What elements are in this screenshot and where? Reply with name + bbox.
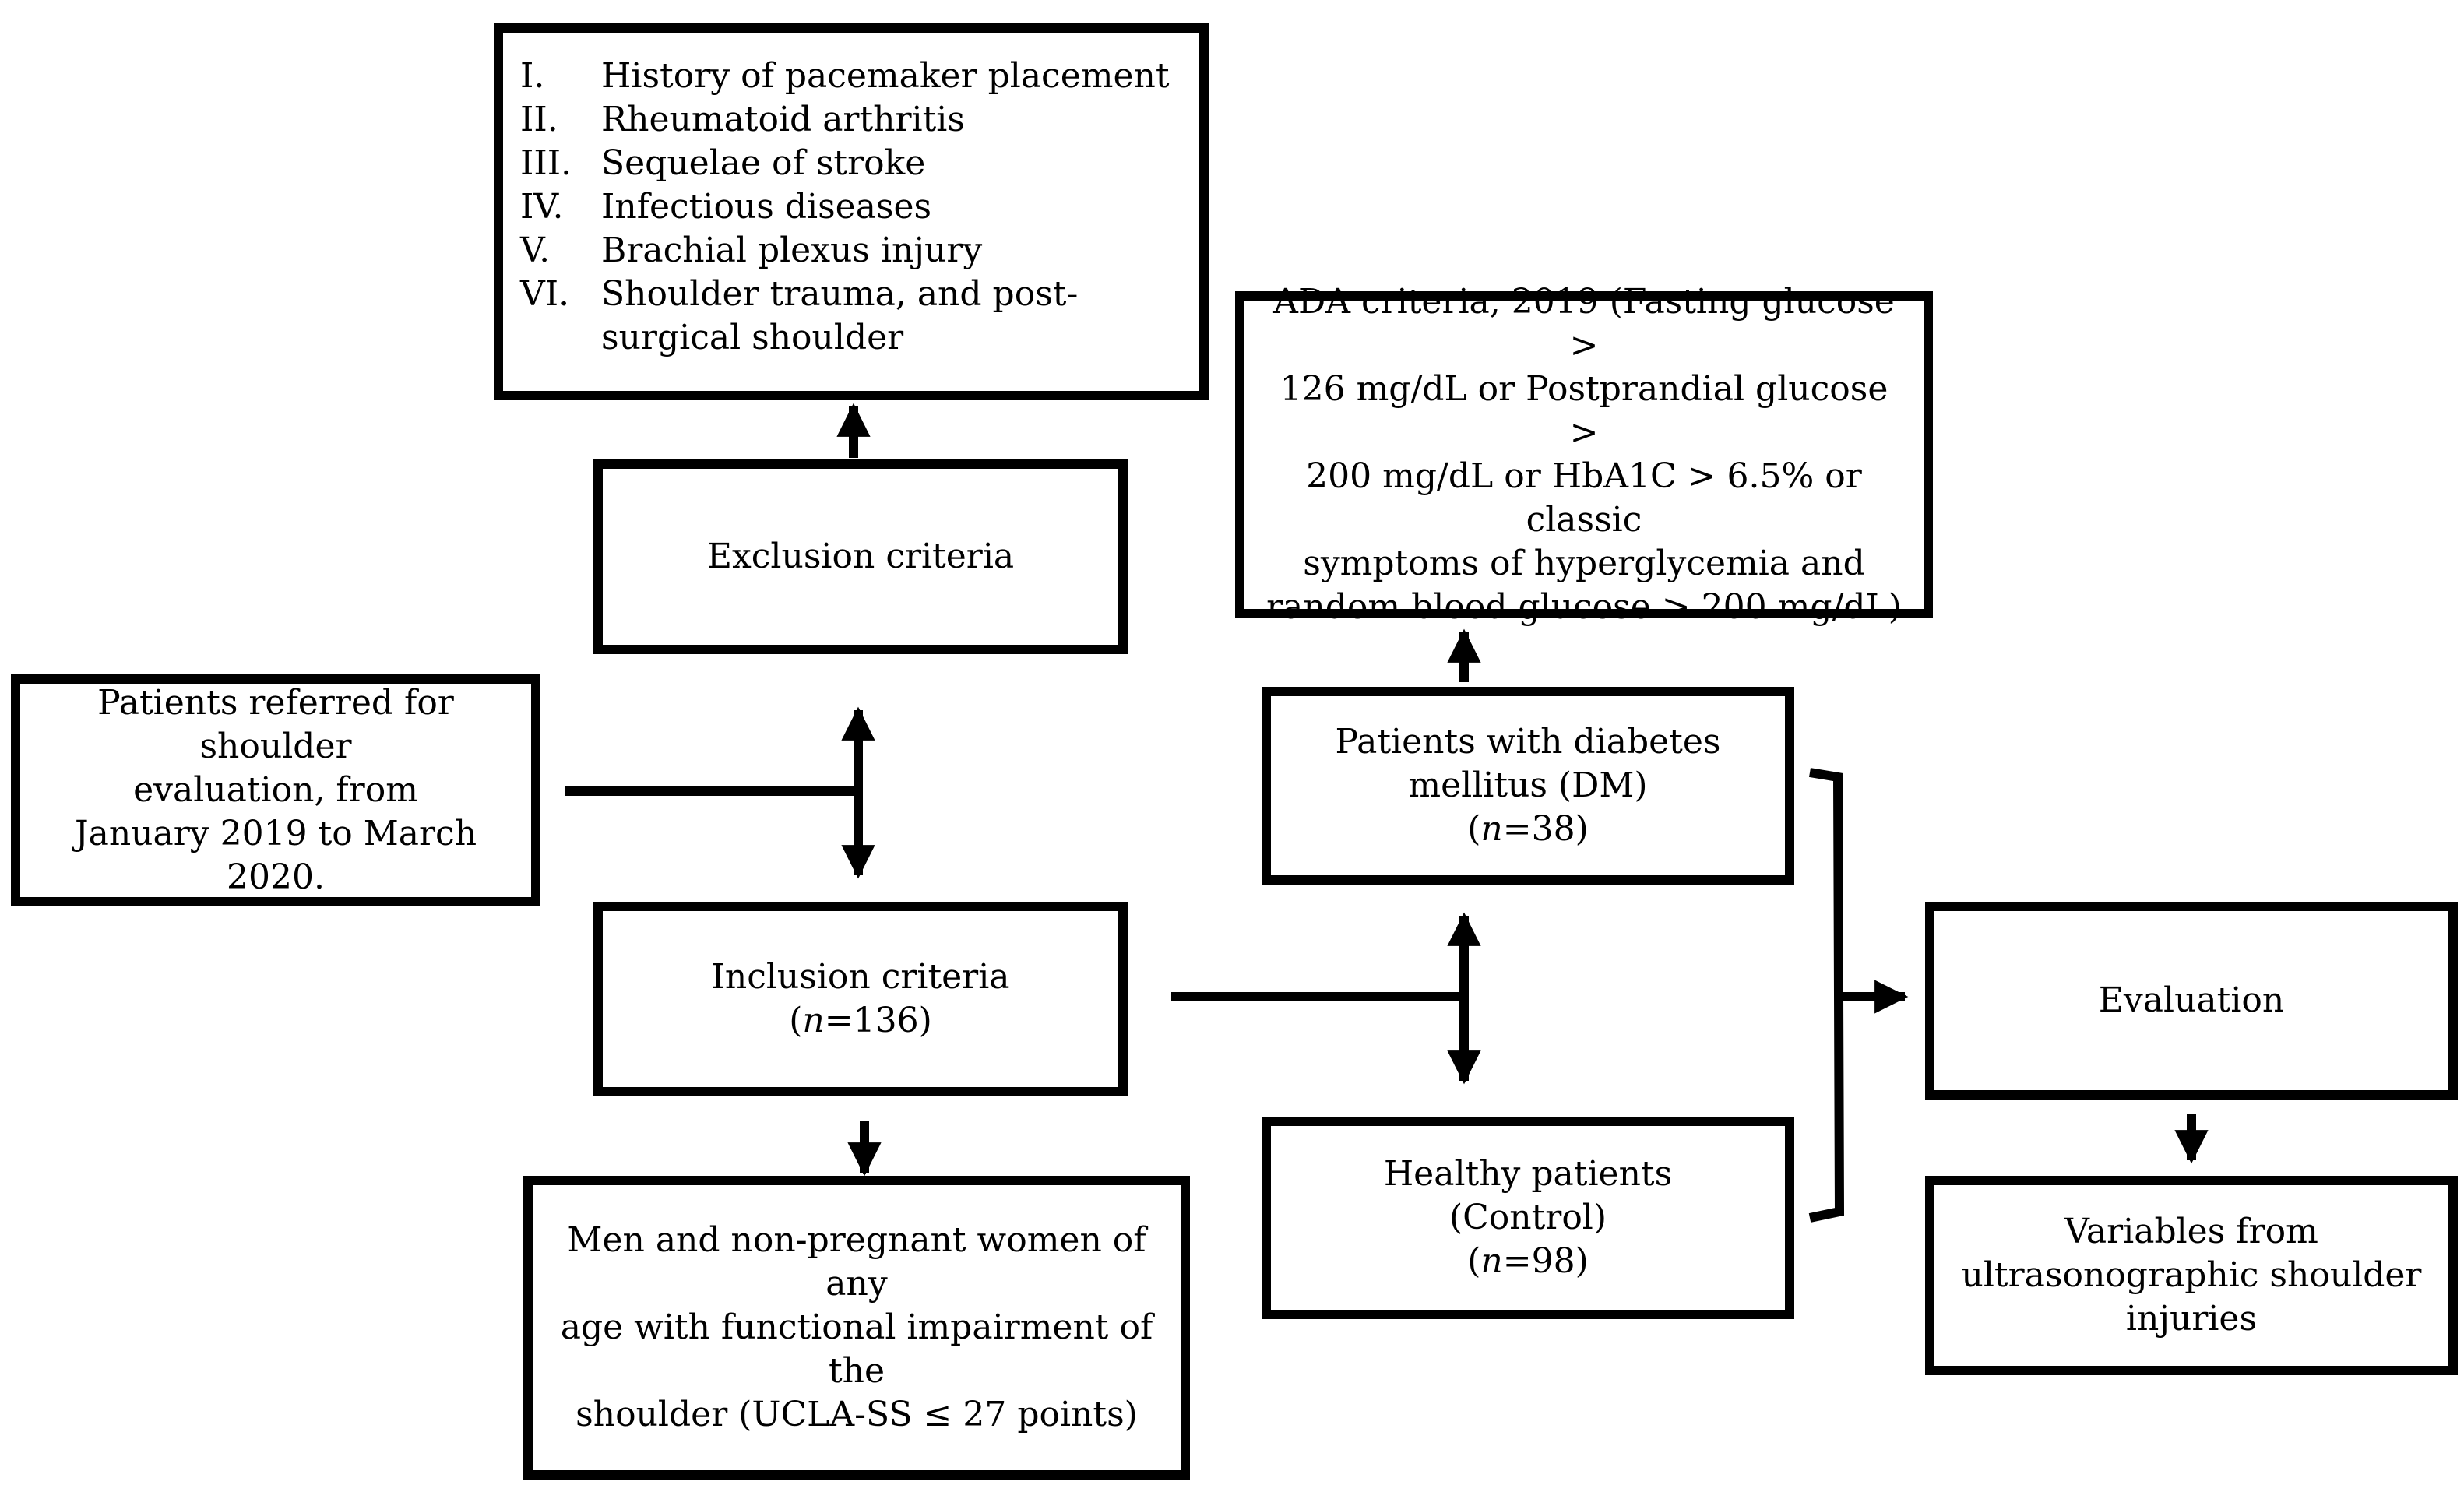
evaluation-box: Evaluation [1925,902,2458,1100]
diabetes-count: (n=38) [1467,809,1589,849]
inclusion-detail-line: Men and non-pregnant women of any [567,1220,1146,1304]
ada-line: symptoms of hyperglycemia and [1303,544,1865,583]
referred-line: evaluation, from [133,770,418,810]
referred-line: January 2019 to March 2020. [74,814,477,897]
exclusion-list: I.History of pacemaker placement II.Rheu… [503,33,1193,360]
inclusion-detail-box: Men and non-pregnant women of any age wi… [523,1176,1190,1480]
control-count: (n=98) [1467,1241,1589,1281]
bracket-groups [1808,768,1845,1223]
variables-box: Variables from ultrasonographic shoulder… [1925,1176,2458,1375]
variables-line: ultrasonographic shoulder [1961,1255,2422,1295]
referred-patients-box: Patients referred for shoulder evaluatio… [11,674,540,906]
evaluation-label: Evaluation [2098,980,2285,1020]
diabetes-line: mellitus (DM) [1408,765,1648,805]
control-line: (Control) [1448,1198,1607,1237]
exclusion-item: VI.Shoulder trauma, and post-surgical sh… [520,274,1079,357]
ada-line: random blood glucose > 200 mg/dL) [1266,587,1902,627]
ada-line: 200 mg/dL or HbA1C > 6.5% or classic [1306,456,1862,540]
exclusion-criteria-box: Exclusion criteria [593,459,1128,654]
inclusion-count: (n=136) [789,1001,932,1040]
exclusion-item: III.Sequelae of stroke [520,143,926,183]
variables-line: Variables from [2064,1212,2318,1251]
diabetes-line: Patients with diabetes [1335,722,1721,762]
exclusion-item: V.Brachial plexus injury [520,230,983,270]
control-line: Healthy patients [1383,1154,1673,1194]
inclusion-criteria-box: Inclusion criteria (n=136) [593,902,1128,1096]
exclusion-list-box: I.History of pacemaker placement II.Rheu… [494,23,1209,400]
inclusion-criteria-label: Inclusion criteria [711,957,1010,997]
exclusion-item: IV.Infectious diseases [520,187,932,227]
referred-line: Patients referred for shoulder [97,683,454,766]
variables-line: injuries [2125,1299,2258,1339]
inclusion-detail-line: age with functional impairment of the [560,1307,1153,1391]
exclusion-item: I.History of pacemaker placement [520,56,1170,96]
exclusion-item: II.Rheumatoid arthritis [520,100,965,139]
ada-criteria-box: ADA criteria, 2019 (Fasting glucose > 12… [1235,282,1933,627]
inclusion-detail-line: shoulder (UCLA-SS ≤ 27 points) [576,1395,1138,1434]
control-group-box: Healthy patients (Control) (n=98) [1262,1117,1794,1319]
ada-line: 126 mg/dL or Postprandial glucose > [1280,369,1888,452]
diabetes-group-box: Patients with diabetes mellitus (DM) (n=… [1262,687,1794,885]
ada-line: ADA criteria, 2019 (Fasting glucose > [1273,282,1895,365]
exclusion-criteria-label: Exclusion criteria [706,537,1015,576]
